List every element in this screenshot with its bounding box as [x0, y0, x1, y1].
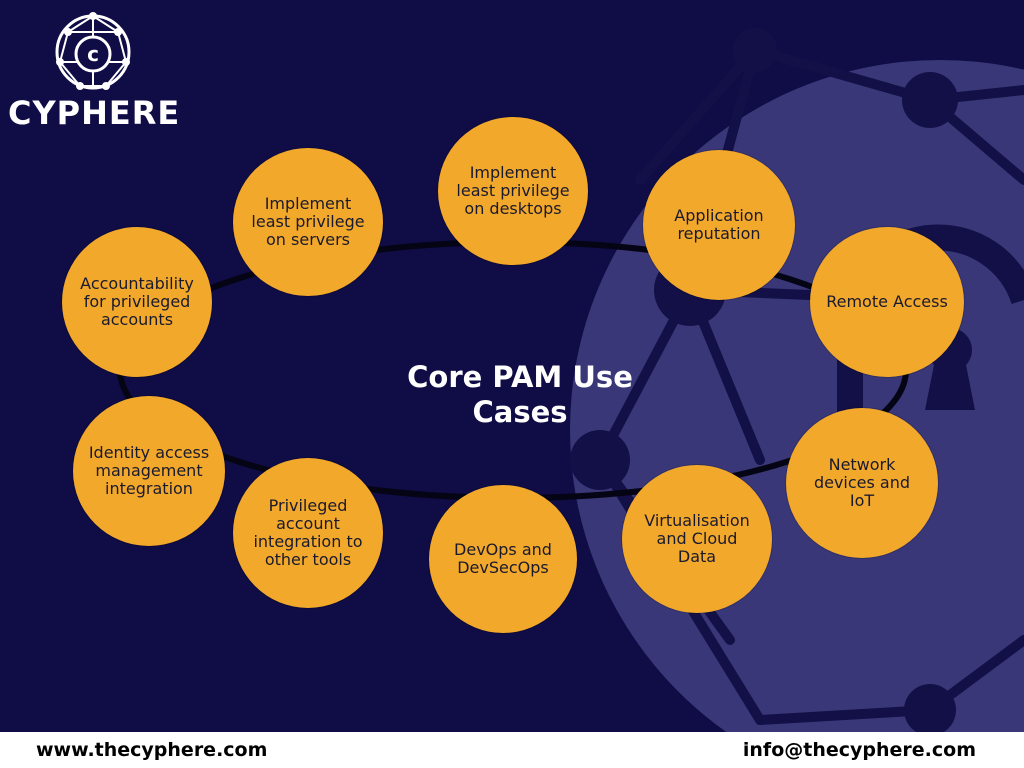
- website-link[interactable]: www.thecyphere.com: [36, 739, 268, 761]
- diagram-title: Core PAM Use Cases: [407, 360, 633, 429]
- brand-logo: c CYPHERE: [8, 8, 179, 132]
- node-least-privilege-servers: Implement least privilege on servers: [233, 148, 383, 296]
- node-label: Implement least privilege on servers: [251, 194, 365, 249]
- node-label: Remote Access: [826, 292, 948, 311]
- email-link[interactable]: info@thecyphere.com: [742, 739, 976, 761]
- node-label: Application reputation: [674, 206, 764, 243]
- node-label: DevOps and DevSecOps: [454, 540, 552, 577]
- footer: www.thecyphere.com info@thecyphere.com: [0, 732, 1024, 768]
- node-label: Accountability for privileged accounts: [80, 274, 194, 329]
- node-privileged-integration: Privileged account integration to other …: [233, 458, 383, 608]
- node-label: Network devices and IoT: [813, 455, 911, 510]
- node-remote-access: Remote Access: [810, 227, 964, 377]
- node-label: Privileged account integration to other …: [253, 496, 363, 569]
- node-label: Identity access management integration: [88, 443, 210, 498]
- node-least-privilege-desktops: Implement least privilege on desktops: [438, 117, 588, 265]
- node-accountability: Accountability for privileged accounts: [62, 227, 212, 377]
- node-application-reputation: Application reputation: [643, 150, 795, 300]
- node-identity-access-management: Identity access management integration: [73, 396, 225, 546]
- node-network-devices-iot: Network devices and IoT: [786, 408, 938, 558]
- node-label: Implement least privilege on desktops: [456, 163, 570, 218]
- shield-lock-network-icon: c: [55, 12, 131, 90]
- node-virtualisation-cloud: Virtualisation and Cloud Data: [622, 465, 772, 613]
- brand-name: CYPHERE: [8, 94, 181, 132]
- node-label: Virtualisation and Cloud Data: [644, 511, 750, 566]
- node-devops-devsecops: DevOps and DevSecOps: [429, 485, 577, 633]
- svg-text:c: c: [87, 42, 99, 66]
